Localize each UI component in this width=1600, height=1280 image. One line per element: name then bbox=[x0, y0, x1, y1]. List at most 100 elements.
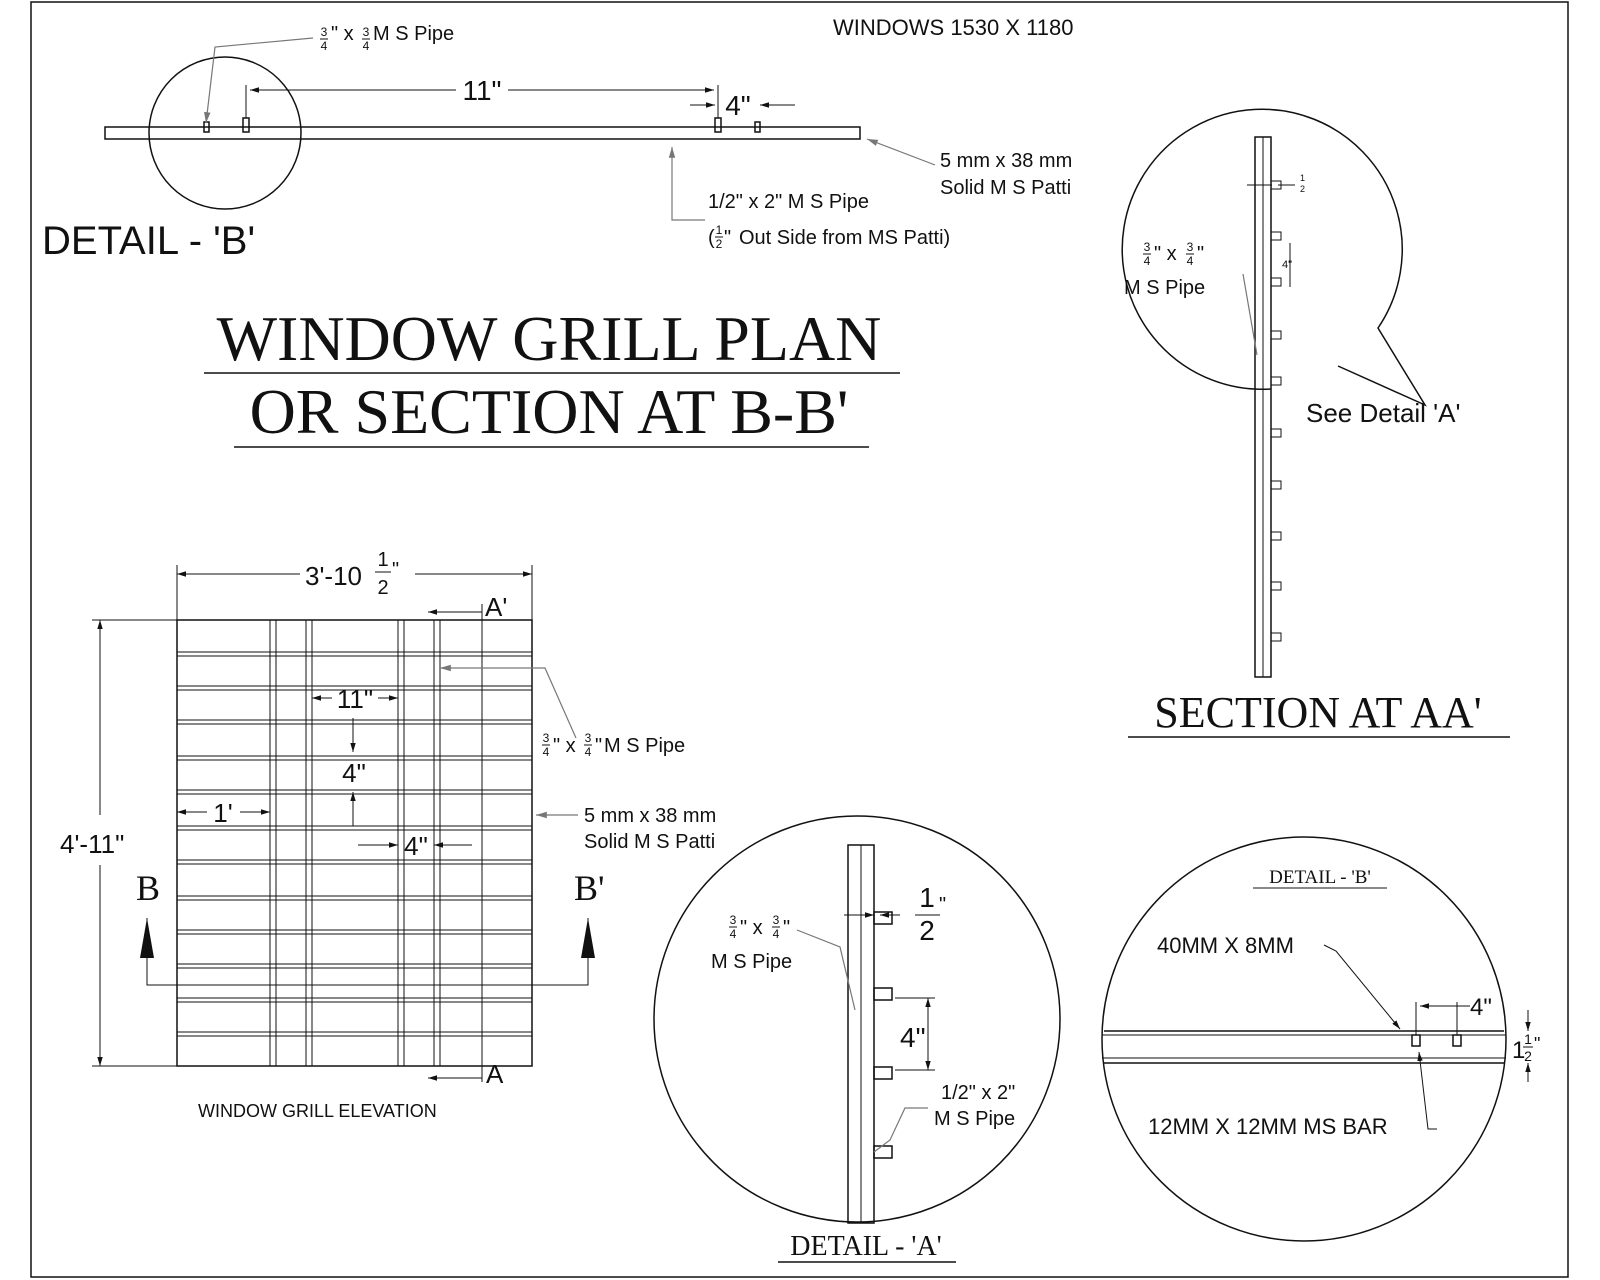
plan-title-line2: OR SECTION AT B-B' bbox=[250, 376, 849, 447]
detail-a-pipe bbox=[873, 911, 893, 925]
plan-patti-line2: Solid M S Patti bbox=[940, 177, 1071, 199]
svg-text:3: 3 bbox=[773, 913, 780, 927]
svg-text:": " bbox=[392, 559, 399, 581]
plan-half-fraction: ( 1 2 " bbox=[708, 223, 731, 251]
elevation-dim-11: 11" bbox=[337, 684, 373, 714]
svg-text:4: 4 bbox=[773, 927, 780, 941]
svg-text:1: 1 bbox=[1512, 1037, 1525, 1064]
detail-a-title: DETAIL - 'A' bbox=[790, 1231, 941, 1262]
svg-text:3: 3 bbox=[1187, 240, 1194, 254]
plan-dim-4: 4" bbox=[725, 90, 751, 121]
svg-text:2: 2 bbox=[716, 237, 723, 251]
detail-b-bar-label: 40MM X 8MM bbox=[1157, 933, 1294, 958]
svg-text:1: 1 bbox=[716, 223, 723, 237]
svg-text:" x: " x bbox=[1154, 243, 1177, 265]
detail-b-ms-bar-leader bbox=[1417, 1051, 1437, 1130]
svg-text:4: 4 bbox=[730, 927, 737, 941]
svg-text:2: 2 bbox=[1300, 184, 1305, 194]
detail-a-ms-pipe-leader bbox=[873, 1107, 928, 1153]
elevation-pipe-leader bbox=[440, 664, 577, 739]
section-b-arrow bbox=[140, 918, 154, 958]
plan-pipe-fraction: 3 4 " x 3 4 bbox=[320, 23, 370, 53]
detail-a-callout-bubble bbox=[1121, 108, 1427, 407]
svg-text:": " bbox=[724, 227, 731, 249]
elevation-width-fraction: 1 2 " bbox=[375, 549, 399, 599]
elevation-patti-line1: 5 mm x 38 mm bbox=[584, 805, 716, 827]
svg-text:" x: " x bbox=[331, 23, 354, 45]
section-aa-title: SECTION AT AA' bbox=[1154, 688, 1481, 737]
elevation-width-dim: 3'-10 bbox=[305, 561, 362, 591]
svg-text:3: 3 bbox=[321, 25, 328, 39]
section-aa-pipe bbox=[1270, 277, 1282, 287]
elevation-vertical-pipes bbox=[269, 620, 483, 1066]
svg-text:3: 3 bbox=[543, 731, 550, 745]
plan-pipe-4 bbox=[754, 121, 761, 133]
svg-text:1: 1 bbox=[377, 549, 388, 571]
detail-b-label: DETAIL - 'B' bbox=[42, 219, 255, 263]
detail-a: 1 2 " 4" 3 4 " x 3 4 " M S Pipe 1/2" x 2… bbox=[653, 815, 1061, 1263]
plan-ms-pipe-leader bbox=[668, 147, 705, 221]
detail-b-bar-leader bbox=[1323, 944, 1401, 1030]
section-aa-pipe-label: M S Pipe bbox=[1124, 277, 1205, 299]
svg-text:" x: " x bbox=[740, 917, 763, 939]
detail-a-half-den: 2 bbox=[919, 915, 935, 946]
svg-text:3: 3 bbox=[1144, 240, 1151, 254]
elevation-patti-line2: Solid M S Patti bbox=[584, 831, 715, 853]
section-aa-half-dim: 1 2 bbox=[1247, 173, 1305, 194]
svg-text:1: 1 bbox=[1524, 1031, 1532, 1047]
elevation-pipe-fraction: 3 4 " x 3 4 " bbox=[542, 731, 602, 759]
svg-text:4: 4 bbox=[363, 39, 370, 53]
marker-b-prime: B' bbox=[574, 868, 605, 908]
svg-text:": " bbox=[783, 917, 790, 939]
svg-text:": " bbox=[595, 735, 602, 757]
elevation-frame bbox=[176, 619, 533, 1067]
detail-b-title: DETAIL - 'B' bbox=[1269, 867, 1371, 888]
plan-ms-pipe-line1: 1/2" x 2" M S Pipe bbox=[708, 191, 869, 213]
detail-a-dim-4: 4" bbox=[900, 1022, 926, 1053]
detail-a-pipe bbox=[873, 1145, 893, 1159]
svg-text:4: 4 bbox=[321, 39, 328, 53]
detail-a-pipe-leader bbox=[796, 929, 856, 1011]
detail-a-pipes bbox=[873, 911, 893, 1159]
section-aa-pipe bbox=[1270, 581, 1282, 591]
plan-drawing: 11" 4" 3 4 " x 3 4 M S Pipe 5 mm x 38 mm… bbox=[42, 23, 1072, 263]
plan-patti-line1: 5 mm x 38 mm bbox=[940, 150, 1072, 172]
detail-a-ms-pipe-line1: 1/2" x 2" bbox=[941, 1082, 1015, 1104]
svg-text:2: 2 bbox=[1524, 1048, 1532, 1064]
detail-a-pipe bbox=[873, 1066, 893, 1080]
elevation-height-dim: 4'-11" bbox=[60, 829, 124, 859]
plan-patti-leader bbox=[866, 138, 936, 166]
svg-text:": " bbox=[1197, 243, 1204, 265]
detail-b-bar-1 bbox=[1411, 1034, 1421, 1047]
detail-a-pipe-fraction: 3 4 " x 3 4 " bbox=[729, 913, 790, 941]
marker-a-prime: A' bbox=[485, 592, 507, 622]
plan-ms-pipe-line2: Out Side from MS Patti) bbox=[739, 227, 950, 249]
elevation-pipe-label: M S Pipe bbox=[604, 735, 685, 757]
grill-elevation: 3'-10 1 2 " 4'-11" A' A B B' 11" bbox=[60, 549, 716, 1121]
detail-a-half-num: 1 bbox=[919, 882, 935, 913]
section-aa-pipe-fraction: 3 4 " x 3 4 " bbox=[1143, 240, 1204, 268]
plan-dim-11: 11" bbox=[462, 75, 501, 106]
plan-pipe-3 bbox=[714, 117, 722, 133]
elevation-title: WINDOW GRILL ELEVATION bbox=[198, 1101, 437, 1121]
plan-title-line1: WINDOW GRILL PLAN bbox=[217, 303, 882, 374]
section-aa-pipe bbox=[1270, 480, 1282, 490]
windows-size-label: WINDOWS 1530 X 1180 bbox=[833, 15, 1073, 40]
elevation-dim-1ft: 1' bbox=[213, 798, 232, 828]
section-aa-pipe bbox=[1270, 531, 1282, 541]
section-aa-4-dim: 4" bbox=[1282, 259, 1292, 271]
svg-text:4: 4 bbox=[1187, 254, 1194, 268]
see-detail-a-label: See Detail 'A' bbox=[1306, 398, 1460, 428]
detail-b-callout-circle bbox=[148, 56, 302, 210]
detail-a-circle bbox=[653, 815, 1061, 1223]
section-aa-pipe bbox=[1270, 376, 1282, 386]
svg-text:4: 4 bbox=[585, 745, 592, 759]
plan-pipe-label: M S Pipe bbox=[373, 23, 454, 45]
section-aa-pipe bbox=[1270, 632, 1282, 642]
svg-text:3: 3 bbox=[730, 913, 737, 927]
svg-text:3: 3 bbox=[585, 731, 592, 745]
section-aa-pipe-leader bbox=[1242, 273, 1258, 356]
svg-text:": " bbox=[939, 894, 946, 916]
elevation-horizontal-bars bbox=[177, 651, 532, 1037]
section-aa-pipe bbox=[1270, 231, 1282, 241]
